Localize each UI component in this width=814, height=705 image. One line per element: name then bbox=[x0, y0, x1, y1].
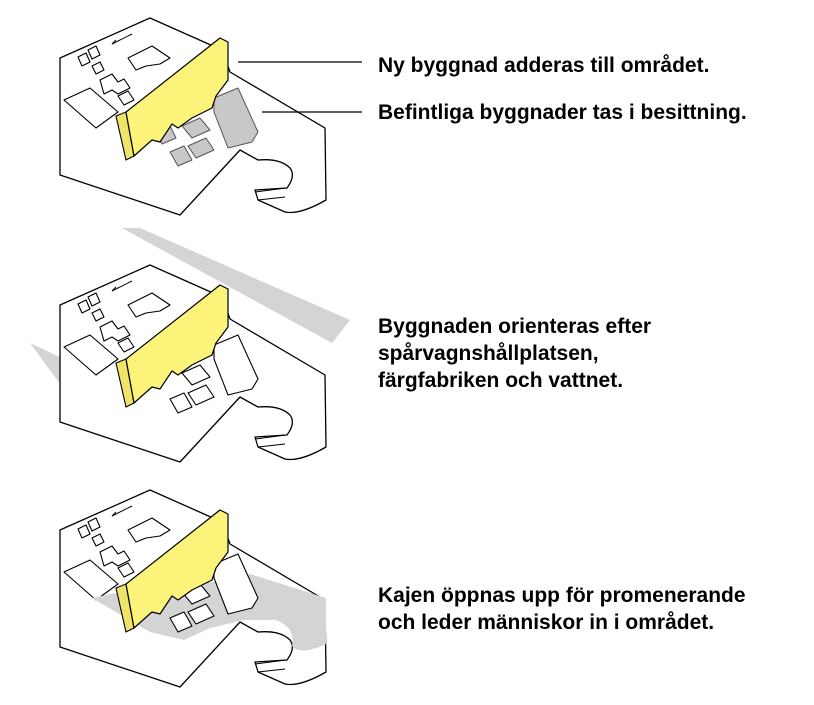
site-sketch-1 bbox=[59, 17, 362, 216]
existing-building bbox=[187, 137, 215, 159]
new-building bbox=[125, 509, 229, 629]
new-building bbox=[125, 37, 229, 157]
tram-stop-shading bbox=[122, 228, 350, 343]
panel-quay: Kajen öppnas upp för promenerande och le… bbox=[0, 470, 814, 705]
site-sketch-2 bbox=[30, 228, 350, 463]
existing-building bbox=[169, 145, 193, 167]
existing-building bbox=[181, 117, 211, 139]
annotation-quay: Kajen öppnas upp för promenerande och le… bbox=[378, 584, 746, 634]
existing-building bbox=[213, 87, 259, 149]
panel-new-building: Ny byggnad adderas till området. Befintl… bbox=[0, 0, 814, 235]
panel-orientation: Byggnaden orienteras efter spårvagnshåll… bbox=[0, 225, 814, 463]
annotation-new-building: Ny byggnad adderas till området. bbox=[378, 54, 710, 77]
annotation-orientation: Byggnaden orienteras efter spårvagnshåll… bbox=[378, 315, 652, 392]
annotation-existing-buildings: Befintliga byggnader tas i besittning. bbox=[378, 101, 747, 124]
new-building bbox=[125, 284, 229, 404]
site-sketch-3 bbox=[59, 489, 327, 688]
